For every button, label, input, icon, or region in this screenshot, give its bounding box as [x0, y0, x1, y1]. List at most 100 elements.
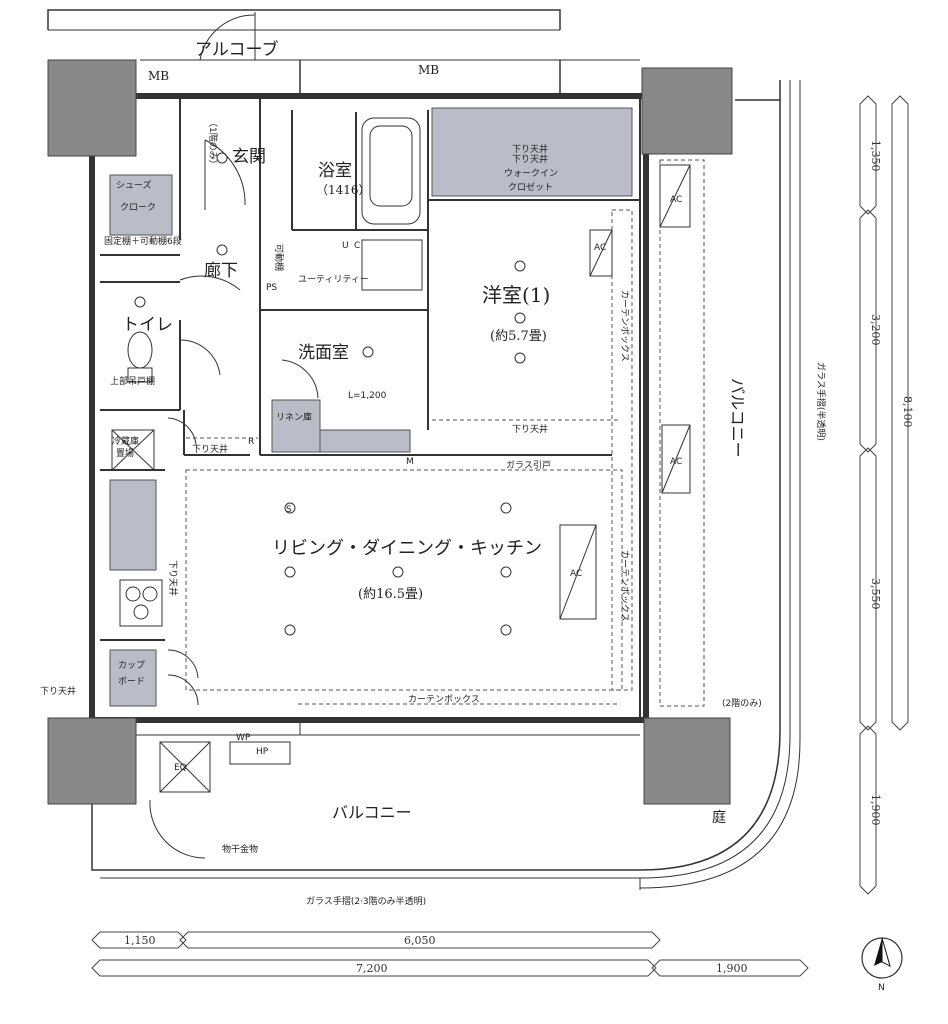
light-icon [134, 296, 146, 308]
dim-bottom-3: 7,200 [356, 962, 388, 975]
fridge-label-1: 冷蔵庫 [112, 435, 139, 447]
dim-bottom-1: 1,150 [124, 934, 156, 947]
column-se [643, 717, 731, 805]
wic-label-1: ウォークイン [504, 168, 558, 179]
light-icon [216, 244, 228, 256]
light-icon [362, 346, 374, 358]
kadou-label: 可動棚 [273, 244, 285, 271]
fridge-space [111, 429, 155, 471]
ac-unit-ldk [559, 524, 597, 620]
sagari-2: 下り天井 [192, 443, 228, 455]
ldk-label: リビング・ダイニング・キッチン [272, 538, 542, 559]
toilet-label: トイレ [122, 315, 173, 335]
wic-label-2: クロゼット [508, 181, 553, 193]
dimension-labels: 1,150 6,050 7,200 1,900 1,350 3,200 3,55… [124, 140, 914, 975]
compass-label: N [878, 983, 885, 993]
vanity-fill [319, 429, 411, 453]
sensor-symbols [134, 152, 526, 636]
dimension-bars [91, 95, 909, 977]
dashed-lines [185, 159, 705, 707]
cupboard-label-1: カップ [118, 660, 145, 671]
glass-door-label: ガラス引戸 [506, 460, 551, 471]
niwa-label: 庭 [712, 809, 726, 826]
sagari-4: 下り天井 [40, 685, 76, 697]
wp-label: WP [236, 733, 251, 743]
cupboard-fill [109, 649, 157, 707]
ue-tana-label: 上部吊戸棚 [110, 375, 155, 387]
c-label: C [354, 241, 360, 251]
dim-bottom-2: 6,050 [404, 934, 436, 947]
sagari-1: 下り天井 [512, 423, 548, 435]
dim-right-4: 1,900 [869, 794, 882, 826]
ac-label-north: AC [670, 195, 682, 205]
shoes-label-1: シューズ [116, 179, 152, 191]
ps-label: PS [266, 283, 277, 293]
ac-label-ldk: AC [570, 569, 582, 579]
genkan-label: 玄関 [232, 147, 266, 167]
room-labels: アルコーブ MB MB 玄関 （1階のみ） 浴室 （1416） 下り天井 ウォー… [40, 39, 827, 907]
shoes-label-2: クローク [120, 202, 156, 213]
sagari-5: 下り天井 [512, 143, 548, 155]
light-icon [500, 566, 512, 578]
bath-label: 浴室 [318, 161, 352, 181]
balcony-east-label: バルコニー [728, 378, 747, 458]
dim-right-total: 8,100 [901, 396, 914, 428]
wic-note: 下り天井 [512, 153, 548, 165]
heat-pump [229, 741, 291, 765]
fridge-label-2: 置場 [116, 447, 134, 459]
bath-size-label: （1416） [316, 183, 371, 197]
light-icon [284, 566, 296, 578]
sensor-icon [500, 624, 512, 636]
monohoshi-label: 物干金物 [222, 843, 258, 855]
l1200-label: L=1,200 [348, 391, 387, 401]
sensor-icon [500, 502, 512, 514]
youshitsu-size: (約5.7畳) [490, 329, 547, 344]
mb-left-label: MB [148, 69, 169, 83]
bathtub [361, 117, 421, 225]
ac-unit-balcony [661, 424, 691, 494]
dim-right-3: 3,550 [869, 578, 882, 610]
mb-top-label: MB [418, 63, 439, 77]
second-floor-only: (2階のみ) [722, 698, 762, 709]
columns [47, 59, 733, 805]
u-label: U [342, 241, 349, 251]
eq-label: EQ [174, 763, 187, 773]
curtain-box-2: カーテンボックス [619, 550, 630, 622]
dim-right-2: 3,200 [869, 314, 882, 346]
fixtures [111, 117, 691, 793]
shelf-note: 固定棚＋可動棚6段 [104, 235, 182, 247]
curtain-box-3: カーテンボックス [408, 694, 480, 705]
light-icon [216, 152, 228, 164]
glass-handrail-east: ガラス手摺(半透明) [815, 362, 827, 441]
walkin-closet-fill [431, 107, 633, 197]
genkan-note: （1階のみ） [207, 118, 218, 169]
cupboard-label-2: ボード [118, 676, 145, 687]
ac-label-room: AC [594, 243, 606, 253]
curtain-box-1: カーテンボックス [619, 290, 630, 362]
dim-bottom-4: 1,900 [716, 962, 748, 975]
light-icon [392, 566, 404, 578]
ac-label-balcony: AC [670, 457, 682, 467]
doors [149, 12, 612, 859]
linen-label: リネン庫 [276, 411, 312, 423]
mi-label: M [406, 457, 414, 467]
symbol-labels: AC AC AC AC PS EQ WP HP U C R S M [174, 195, 682, 773]
compass-icon: N [861, 937, 903, 993]
rouka-label: 廊下 [204, 261, 238, 281]
dim-right-1: 1,350 [869, 140, 882, 172]
cooktop [119, 579, 163, 627]
shoes-cloak-fill [109, 174, 173, 236]
hp-label: HP [256, 747, 269, 757]
kitchen-counter-fill [109, 479, 157, 571]
ldk-size: (約16.5畳) [358, 587, 423, 602]
youshitsu-label: 洋室(1) [482, 283, 550, 307]
column-ne [641, 67, 733, 155]
sensor-icon [284, 624, 296, 636]
light-icon [514, 312, 526, 324]
ac-unit-north [659, 164, 691, 228]
sensor-icon [284, 502, 296, 514]
toilet-bowl [127, 331, 153, 369]
column-nw [47, 59, 137, 157]
storage-fills [109, 107, 633, 707]
glass-handrail-south: ガラス手摺(2·3階のみ半透明) [306, 895, 426, 907]
